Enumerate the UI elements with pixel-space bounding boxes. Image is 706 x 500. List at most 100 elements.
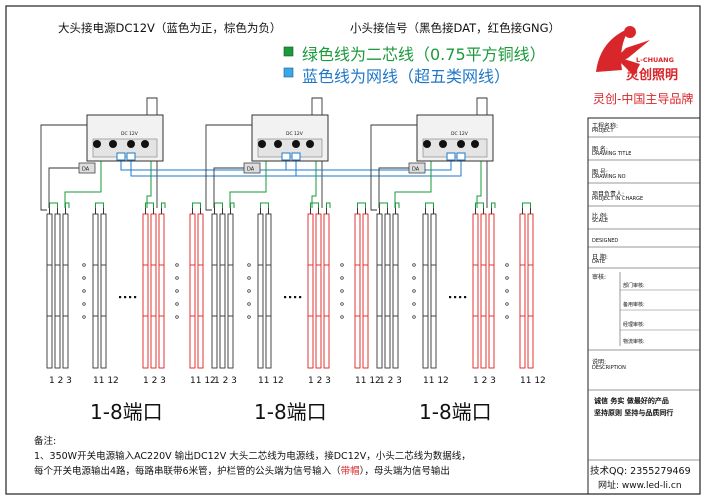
continuation-dot — [505, 289, 509, 293]
light-tube — [150, 208, 157, 369]
green-wire — [311, 161, 317, 208]
tube-body — [92, 213, 99, 369]
light-tube — [527, 208, 534, 369]
continuation-dot — [505, 263, 509, 267]
green-jumper — [260, 202, 269, 208]
tube-num-3b: 11 12 — [423, 376, 449, 386]
continuation-dot — [175, 263, 179, 267]
terminal-screw — [93, 140, 101, 148]
da-wire — [48, 167, 87, 208]
terminal-screw — [109, 140, 117, 148]
green-jumper — [230, 202, 235, 208]
rj45-port — [116, 152, 126, 161]
tube-body — [527, 213, 534, 369]
tube-body — [519, 213, 526, 369]
da-wire — [378, 167, 417, 208]
tube-body — [472, 213, 479, 369]
continuation-dot — [175, 276, 179, 280]
light-tube — [384, 208, 391, 369]
da-wire — [213, 167, 252, 208]
ellipsis-dot — [134, 296, 137, 299]
green-wire — [394, 161, 432, 208]
title-block-frame — [587, 117, 701, 495]
tube-layer — [46, 208, 534, 369]
tube-num-2d: 11 12 — [355, 376, 381, 386]
light-tube — [219, 208, 226, 369]
light-tube — [354, 208, 361, 369]
tube-body — [488, 213, 495, 369]
terminal-screw — [306, 140, 314, 148]
continuation-dot — [82, 289, 86, 293]
controller-port-label: DC 12V — [121, 131, 139, 137]
continuation-dot — [505, 315, 509, 319]
green-wire — [229, 161, 267, 208]
terminal-screw — [457, 140, 465, 148]
ellipsis-dot — [449, 296, 452, 299]
light-tube — [227, 208, 234, 369]
light-tube — [488, 208, 495, 369]
tube-body — [227, 213, 234, 369]
tb-ops: 备用审核: — [623, 302, 645, 308]
tube-body — [197, 213, 204, 369]
brand-logo-cn: 灵创照明 — [626, 68, 679, 83]
continuation-dot — [340, 289, 344, 293]
notes-line-2-b: 带帽 — [340, 466, 360, 477]
tube-num-3c: 1 2 3 — [473, 376, 496, 386]
da-label-box — [408, 162, 426, 174]
continuation-dot — [82, 276, 86, 280]
tb-project-cn: 工程名称: — [592, 123, 619, 130]
light-tube — [392, 208, 399, 369]
tb-material: 物流审核: — [623, 339, 645, 345]
tube-num-1a: 1 2 3 — [49, 376, 72, 386]
continuation-dot — [82, 315, 86, 319]
notes-line-2-a: 每个开关电源输出4路，每路串联带6米管，护栏管的公头端为信号输入（ — [34, 466, 341, 477]
light-tube — [158, 208, 165, 369]
notes-line-1: 1、350W开关电源输入AC220V 输出DC12V 大头二芯线为电源线，接DC… — [34, 451, 471, 462]
tube-body — [362, 213, 369, 369]
light-tube — [472, 208, 479, 369]
light-tube — [430, 208, 437, 369]
tube-body — [315, 213, 322, 369]
continuation-dot — [247, 276, 251, 280]
ellipsis-dot — [459, 296, 462, 299]
tube-num-3a: 1 2 3 — [379, 376, 402, 386]
tube-body — [307, 213, 314, 369]
ellipsis-dot — [129, 296, 132, 299]
da-label: DA — [82, 167, 90, 173]
tube-body — [265, 213, 272, 369]
continuation-dot — [82, 302, 86, 306]
light-tube — [307, 208, 314, 369]
group-label-3: 1-8端口 — [419, 400, 492, 424]
tb-audit: 审核: — [592, 274, 607, 281]
continuation-dot — [175, 289, 179, 293]
tube-body — [142, 213, 149, 369]
light-tube — [315, 208, 322, 369]
rj45-port — [281, 152, 291, 161]
light-tube — [323, 208, 330, 369]
rj45-port — [456, 152, 466, 161]
tb-project-en: PROJECT — [592, 128, 614, 134]
green-jumper — [145, 202, 154, 208]
continuation-dot — [340, 315, 344, 319]
green-jumper — [491, 202, 496, 208]
green-jumper — [379, 202, 388, 208]
green-wire — [146, 161, 152, 208]
tube-num-1d: 11 12 — [190, 376, 216, 386]
tube-body — [392, 213, 399, 369]
tb-scale-cn: 比 例: — [592, 213, 608, 220]
green-jumper — [475, 202, 484, 208]
continuation-dot — [412, 289, 416, 293]
brand-slogan: 灵创-中国主导品牌 — [593, 92, 694, 106]
tb-date-en: DATE — [592, 259, 606, 265]
da-label: DA — [412, 167, 420, 173]
da-label: DA — [247, 167, 255, 173]
terminal-screw — [471, 140, 479, 148]
tb-title-en: DRAWING TITLE — [592, 151, 632, 157]
continuation-dot — [412, 315, 416, 319]
light-tube — [92, 208, 99, 369]
green-jumper — [310, 202, 319, 208]
power-controller-box — [408, 114, 494, 174]
green-jumper — [425, 202, 434, 208]
tube-body — [62, 213, 69, 369]
tb-desc-cn: 说明: — [592, 359, 607, 366]
